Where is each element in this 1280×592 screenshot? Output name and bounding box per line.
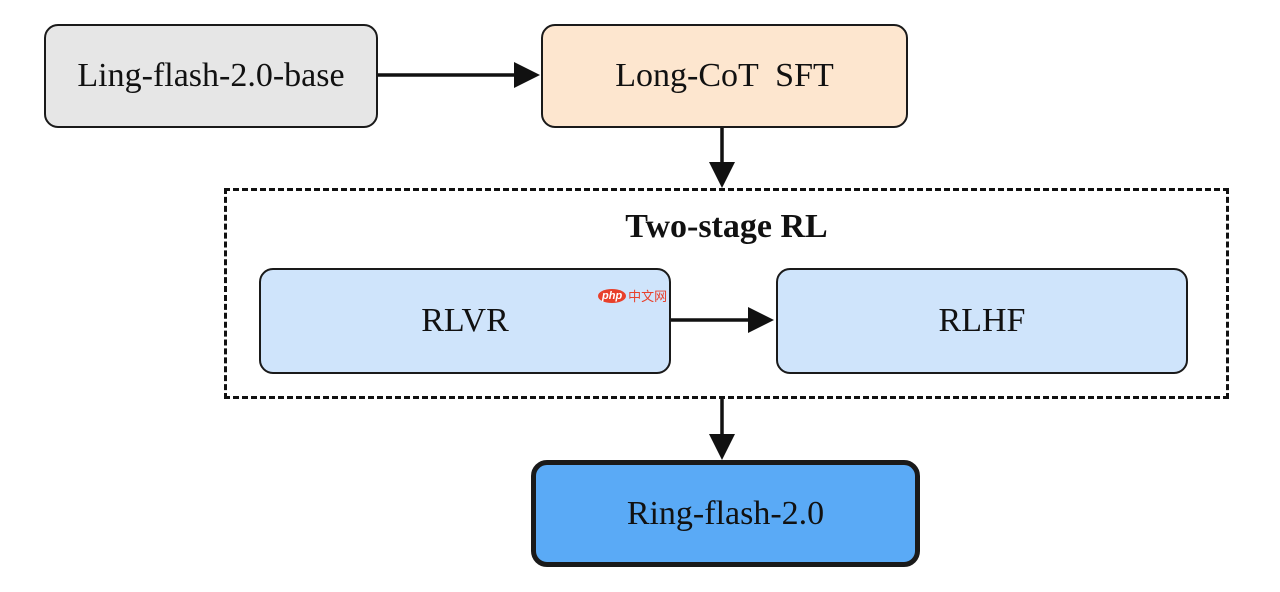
arrow-sft-to-stage: [709, 128, 735, 188]
base-model-label: Ling-flash-2.0-base: [77, 57, 345, 94]
stage-group-title: Two-stage RL: [625, 208, 828, 245]
watermark-logo: php 中文网: [598, 286, 667, 305]
rlvr-node: RLVR: [259, 268, 671, 374]
arrow-rlvr-to-rlhf: [671, 307, 774, 333]
rlhf-label: RLHF: [938, 302, 1026, 339]
watermark-badge: php: [598, 288, 627, 303]
sft-label: Long-CoT SFT: [615, 57, 834, 94]
base-model-node: Ling-flash-2.0-base: [44, 24, 378, 128]
final-model-node: Ring-flash-2.0: [531, 460, 920, 567]
rlvr-label: RLVR: [421, 302, 509, 339]
two-stage-rl-group: [224, 188, 1229, 399]
sft-node: Long-CoT SFT: [541, 24, 908, 128]
arrow-base-to-sft: [378, 62, 540, 88]
final-model-label: Ring-flash-2.0: [626, 494, 825, 532]
arrow-stage-to-final: [709, 399, 735, 460]
rlhf-node: RLHF: [776, 268, 1188, 374]
watermark-text: 中文网: [628, 289, 668, 304]
